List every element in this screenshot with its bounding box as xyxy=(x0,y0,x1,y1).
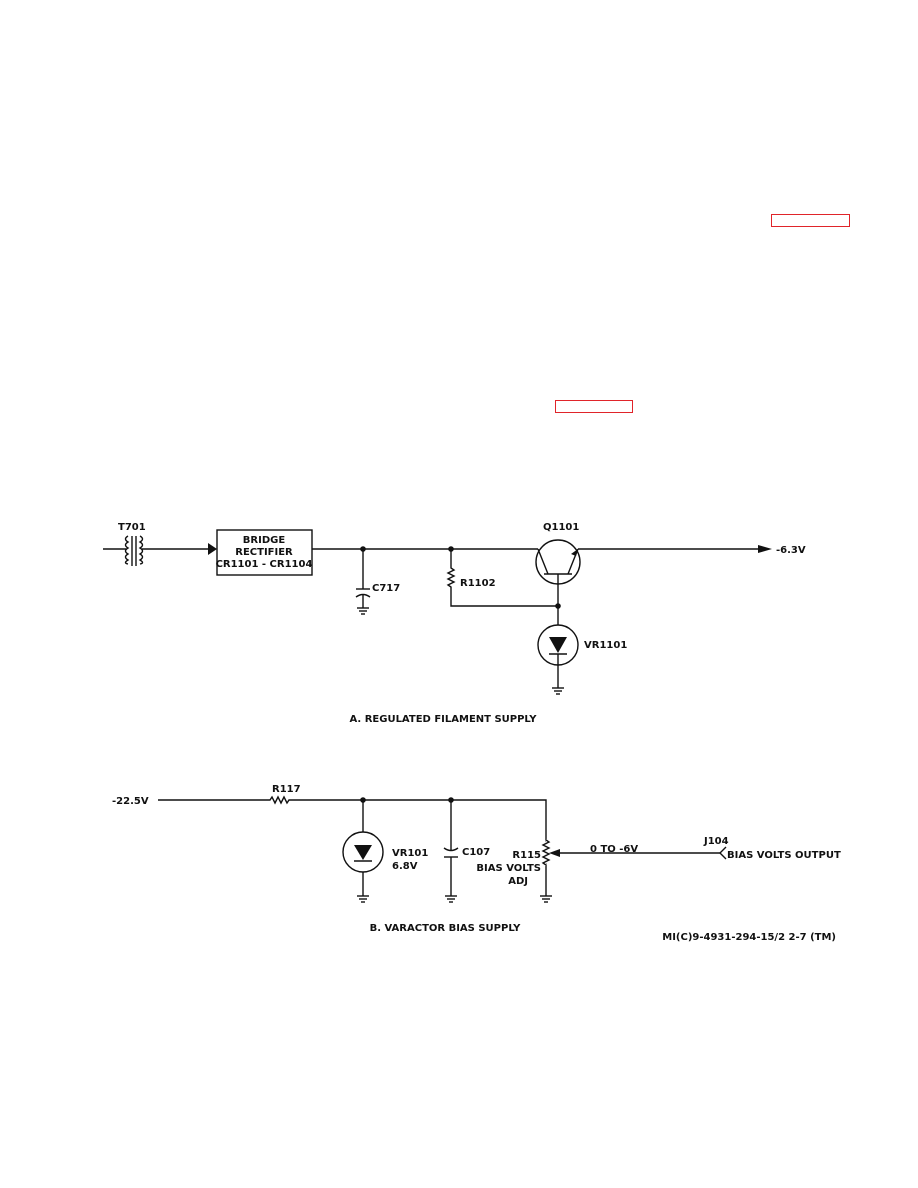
bridge-rectifier-block xyxy=(216,529,313,576)
vr101-label: VR101 xyxy=(392,848,428,859)
pot-label: BIAS VOLTS xyxy=(476,863,541,874)
r1102-label: R1102 xyxy=(460,578,496,589)
ground-icon xyxy=(357,607,369,615)
ground-icon xyxy=(552,687,564,695)
caption-a: A. REGULATED FILAMENT SUPPLY xyxy=(350,714,538,725)
range-label: 0 TO -6V xyxy=(590,844,638,855)
transformer-symbol xyxy=(124,535,144,566)
j104-label: J104 xyxy=(703,836,729,847)
jack-output-label: BIAS VOLTS OUTPUT xyxy=(727,850,841,861)
input-voltage-label: -22.5V xyxy=(112,796,149,807)
c717-label: C717 xyxy=(372,583,400,594)
output-voltage-label: -6.3V xyxy=(776,545,806,556)
ground-icon xyxy=(357,895,369,903)
figure-id: MI(C)9-4931-294-15/2 2-7 (TM) xyxy=(662,932,836,943)
regulated-filament-supply: T701 BRIDGE RECTIFIER CR1101 - CR1104 xyxy=(103,522,806,725)
c107-label: C107 xyxy=(462,847,490,858)
block-label: CR1101 - CR1104 xyxy=(216,559,313,570)
caption-b: B. VARACTOR BIAS SUPPLY xyxy=(370,923,522,934)
varactor-bias-supply: -22.5V R117 VR101 6.8V C107 xyxy=(112,784,841,934)
jack-symbol xyxy=(719,846,727,860)
vr1101-label: VR1101 xyxy=(584,640,627,651)
ground-icon xyxy=(445,895,457,903)
block-label: BRIDGE xyxy=(243,535,286,546)
vr101-value: 6.8V xyxy=(392,861,418,872)
figure-link-2[interactable] xyxy=(555,400,633,413)
t701-label: T701 xyxy=(118,522,146,533)
figure-link-1[interactable] xyxy=(771,214,850,227)
r117-label: R117 xyxy=(272,784,301,795)
pot-label: ADJ xyxy=(508,876,528,887)
r115-label: R115 xyxy=(512,850,541,861)
block-label: RECTIFIER xyxy=(235,547,293,558)
ground-icon xyxy=(540,895,552,903)
q1101-label: Q1101 xyxy=(543,522,579,533)
